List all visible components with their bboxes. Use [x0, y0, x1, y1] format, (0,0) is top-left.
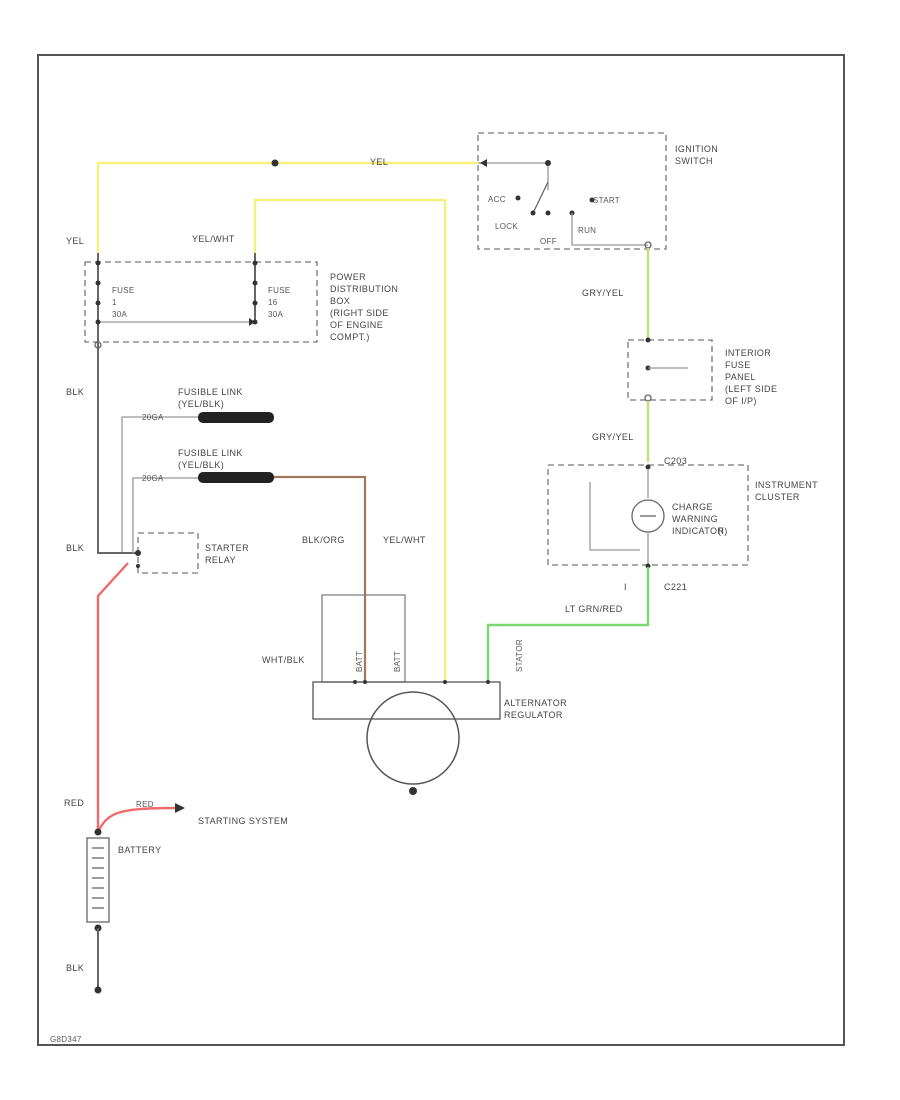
- label-c221: C221: [664, 582, 687, 592]
- label-indicator-3: (I): [718, 526, 728, 536]
- alternator-regulator: [312, 681, 501, 720]
- label-fusible2-1: (YEL/BLK): [178, 460, 224, 470]
- label-ign-start: START: [593, 196, 620, 205]
- label-pdb-2: BOX: [330, 296, 350, 306]
- wire-blk-left: [97, 345, 138, 554]
- label-ign-acc: ACC: [488, 195, 506, 204]
- label-ifp-3: (LEFT SIDE: [725, 384, 777, 394]
- label-fuse1-0: FUSE: [112, 286, 135, 295]
- power-distribution-box: [84, 261, 318, 343]
- label-blk-org: BLK/ORG: [302, 535, 345, 545]
- label-fusible1-1: (YEL/BLK): [178, 399, 224, 409]
- label-yel-left: YEL: [66, 236, 84, 246]
- label-wht-blk: WHT/BLK: [262, 655, 305, 665]
- label-diagram-id: G8D347: [50, 1035, 82, 1044]
- label-fuse16-1: 16: [268, 298, 278, 307]
- label-c203: C203: [664, 456, 687, 466]
- label-fuse1-1: 1: [112, 298, 117, 307]
- label-fuse16-2: 30A: [268, 310, 283, 319]
- label-term-a: BATT: [355, 651, 364, 672]
- label-yel-top: YEL: [370, 157, 388, 167]
- battery: [86, 837, 110, 923]
- interior-fuse-panel: [627, 339, 713, 401]
- label-lt-grn-red: LT GRN/RED: [565, 604, 623, 614]
- label-blk-mid: BLK: [66, 543, 84, 553]
- label-ifp-2: PANEL: [725, 372, 756, 382]
- label-battery: BATTERY: [118, 845, 161, 855]
- label-pdb-0: POWER: [330, 272, 366, 282]
- label-alt-0: ALTERNATOR: [504, 698, 567, 708]
- label-blk-upper: BLK: [66, 387, 84, 397]
- label-pdb-4: OF ENGINE: [330, 320, 383, 330]
- label-gauge2: 20GA: [142, 474, 164, 483]
- wire-yel-wht-top: [253, 198, 447, 682]
- label-alt-1: REGULATOR: [504, 710, 563, 720]
- label-pdb-1: DISTRIBUTION: [330, 284, 398, 294]
- label-ign-0: IGNITION: [675, 144, 718, 154]
- label-red-batt: RED: [64, 798, 84, 808]
- alternator-body: [366, 691, 460, 785]
- label-fuse16-0: FUSE: [268, 286, 291, 295]
- label-indicator-0: CHARGE: [672, 502, 713, 512]
- label-fuse1-2: 30A: [112, 310, 127, 319]
- label-term-i: I: [624, 582, 627, 592]
- fusible-link-1: [198, 412, 274, 423]
- label-ifp-0: INTERIOR: [725, 348, 771, 358]
- wire-yel-top: [96, 161, 478, 253]
- label-pdb-5: COMPT.): [330, 332, 370, 342]
- label-starting-system: STARTING SYSTEM: [198, 816, 288, 826]
- label-ifp-1: FUSE: [725, 360, 751, 370]
- label-fusible2-0: FUSIBLE LINK: [178, 448, 243, 458]
- label-fusible1-0: FUSIBLE LINK: [178, 387, 243, 397]
- label-gry-yel-2: GRY/YEL: [592, 432, 634, 442]
- wire-blk-org: [274, 475, 367, 682]
- splice-dot: [271, 159, 279, 167]
- label-yel-wht-alt: YEL/WHT: [383, 535, 426, 545]
- label-ign-lock: LOCK: [495, 222, 518, 231]
- label-ign-1: SWITCH: [675, 156, 713, 166]
- wire-fusible-2: [132, 477, 200, 553]
- label-relay-0: STARTER: [205, 543, 249, 553]
- diagram-frame: [37, 54, 845, 1046]
- label-gauge1: 20GA: [142, 413, 164, 422]
- fusible-link-2: [198, 472, 274, 483]
- label-yel-wht-top: YEL/WHT: [192, 234, 235, 244]
- label-red-wire: RED: [136, 800, 154, 809]
- wire-lt-grn-red: [486, 567, 650, 682]
- label-pdb-3: (RIGHT SIDE: [330, 308, 389, 318]
- wire-red-starting: [96, 806, 179, 833]
- label-indicator-1: WARNING: [672, 514, 718, 524]
- label-ifp-4: OF I/P): [725, 396, 757, 406]
- label-ign-off: OFF: [540, 237, 557, 246]
- label-term-b: BATT: [393, 651, 402, 672]
- label-term-s: STATOR: [515, 639, 524, 672]
- wire-red: [96, 562, 129, 830]
- label-ign-run: RUN: [578, 226, 596, 235]
- label-gry-yel-1: GRY/YEL: [582, 288, 624, 298]
- label-relay-1: RELAY: [205, 555, 236, 565]
- label-indicator-2: INDICATOR: [672, 526, 724, 536]
- label-cluster-1: CLUSTER: [755, 492, 800, 502]
- wire-fusible-1: [121, 416, 200, 552]
- label-blk-bottom: BLK: [66, 963, 84, 973]
- label-cluster-0: INSTRUMENT: [755, 480, 818, 490]
- starter-relay: [137, 532, 199, 574]
- ignition-switch: [477, 132, 667, 250]
